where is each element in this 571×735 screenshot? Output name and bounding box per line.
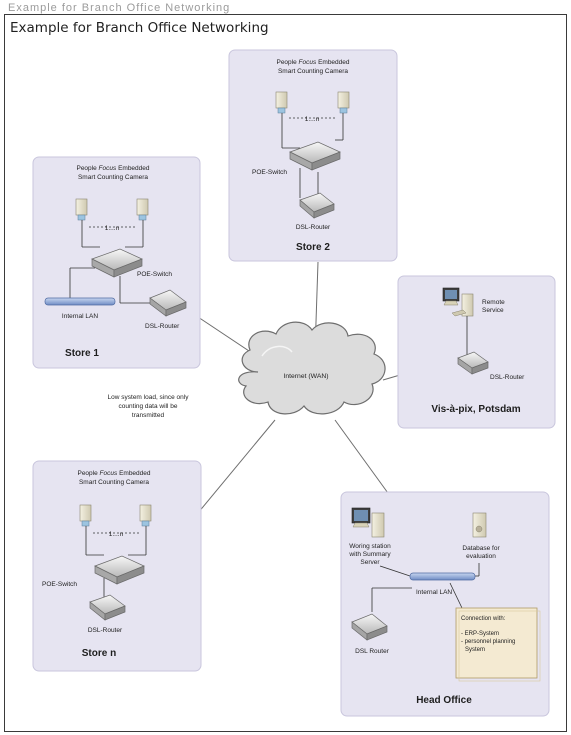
storen-name: Store n <box>82 648 116 659</box>
storen-camera-left <box>79 504 92 527</box>
store-1-panel: People Focus Embedded Smart Counting Cam… <box>32 156 201 369</box>
internet-cloud-icon <box>238 321 386 415</box>
store1-camera-right <box>136 198 149 221</box>
load-note-1: Low system load, since only <box>108 394 190 401</box>
workstation-label-1: Woring station <box>349 543 391 550</box>
storen-switch-label: POE-Switch <box>42 581 77 588</box>
store1-caption-embedded: Embedded <box>118 165 150 172</box>
store1-caption-people: People <box>76 165 97 172</box>
storen-caption-embedded: Embedded <box>119 470 151 477</box>
store1-name: Store 1 <box>65 348 99 359</box>
store1-caption-camera: Smart Counting Camera <box>78 174 148 181</box>
remote-keyboard-icon <box>451 309 467 317</box>
faded-header-text: Example for Branch Office Networking <box>8 2 231 14</box>
store1-switch-label: POE-Switch <box>137 271 172 278</box>
store2-switch-label: POE-Switch <box>252 169 287 176</box>
load-note-2: counting data will be <box>119 403 178 410</box>
store-n-panel: People Focus Embedded Smart Counting Cam… <box>32 460 202 672</box>
connection-note-2: - ERP-System <box>461 631 499 637</box>
connection-note-box <box>455 607 541 682</box>
svg-text:People Focus Embed: People Focus Embedded <box>276 59 349 66</box>
store1-poe-switch-icon <box>91 248 143 278</box>
remote-label-2: Service <box>482 307 504 314</box>
store2-camera-right <box>337 91 350 114</box>
store1-dsl-router-icon <box>149 289 187 317</box>
load-note-3: transmitted <box>132 412 165 419</box>
workstation-monitor-icon <box>351 507 371 528</box>
head-router-label: DSL Router <box>355 648 390 655</box>
connection-note-1: Connection with: <box>461 616 506 622</box>
store1-count: 1....n <box>105 225 120 232</box>
storen-caption-focus: Focus <box>100 470 118 477</box>
head-office-panel: Woring station with Summary Server Datab… <box>340 491 550 717</box>
storen-count: 1....n <box>109 531 124 538</box>
head-office-name: Head Office <box>416 695 472 706</box>
connection-note-4: System <box>465 647 485 653</box>
workstation-label-3: Server <box>360 559 380 566</box>
store2-camera-left <box>275 91 288 114</box>
storen-camera-right <box>139 504 152 527</box>
head-lan-label: Internal LAN <box>416 589 452 596</box>
storen-router-label: DSL-Router <box>88 627 123 634</box>
store2-caption-embedded: Embedded <box>318 59 350 66</box>
storen-caption-people: People <box>77 470 98 477</box>
store2-router-label: DSL-Router <box>296 224 331 231</box>
store2-dsl-router-icon <box>299 192 335 219</box>
head-internal-lan-bar <box>409 572 476 581</box>
store2-caption-focus: Focus <box>299 59 317 66</box>
store1-caption-focus: Focus <box>99 165 117 172</box>
remote-label-1: Remote <box>482 299 505 306</box>
store1-camera-left <box>75 198 88 221</box>
svg-text:People Focus Embed: People Focus Embedded <box>77 470 150 477</box>
store1-router-label: DSL-Router <box>145 323 180 330</box>
database-label-1: Database for <box>462 545 500 552</box>
vis-a-pix-panel: Remote Service DSL-Router Vis-à-pix, Pot… <box>397 275 556 429</box>
database-server-icon <box>472 512 487 538</box>
workstation-label-2: with Summary <box>348 551 391 558</box>
store1-lan-label: Internal LAN <box>62 313 98 320</box>
store-2-panel: People Focus Embedded Smart Counting Cam… <box>228 49 398 262</box>
store2-caption-people: People <box>276 59 297 66</box>
storen-dsl-router-icon <box>89 594 126 621</box>
store2-poe-switch-icon <box>289 141 341 171</box>
remote-monitor-icon <box>442 287 460 306</box>
store1-internal-lan-bar <box>44 297 116 306</box>
store2-count: 1....n <box>305 116 320 123</box>
summary-server-icon <box>371 512 385 538</box>
storen-caption-camera: Smart Counting Camera <box>79 479 149 486</box>
store2-caption-camera: Smart Counting Camera <box>278 68 348 75</box>
database-label-2: evaluation <box>466 553 496 560</box>
connection-note-3: - personnel planning <box>461 639 515 645</box>
vis-router-label: DSL-Router <box>490 374 525 381</box>
vis-name: Vis-à-pix, Potsdam <box>431 404 520 415</box>
remote-server-icon <box>461 293 474 317</box>
internet-label: Internet (WAN) <box>283 373 328 380</box>
diagram-title: Example for Branch Office Networking <box>10 20 269 36</box>
vis-dsl-router-icon <box>457 351 489 375</box>
svg-text:People Focus Embed: People Focus Embedded <box>76 165 149 172</box>
store2-name: Store 2 <box>296 242 330 253</box>
storen-poe-switch-icon <box>94 555 145 585</box>
head-dsl-router-icon <box>351 613 388 641</box>
